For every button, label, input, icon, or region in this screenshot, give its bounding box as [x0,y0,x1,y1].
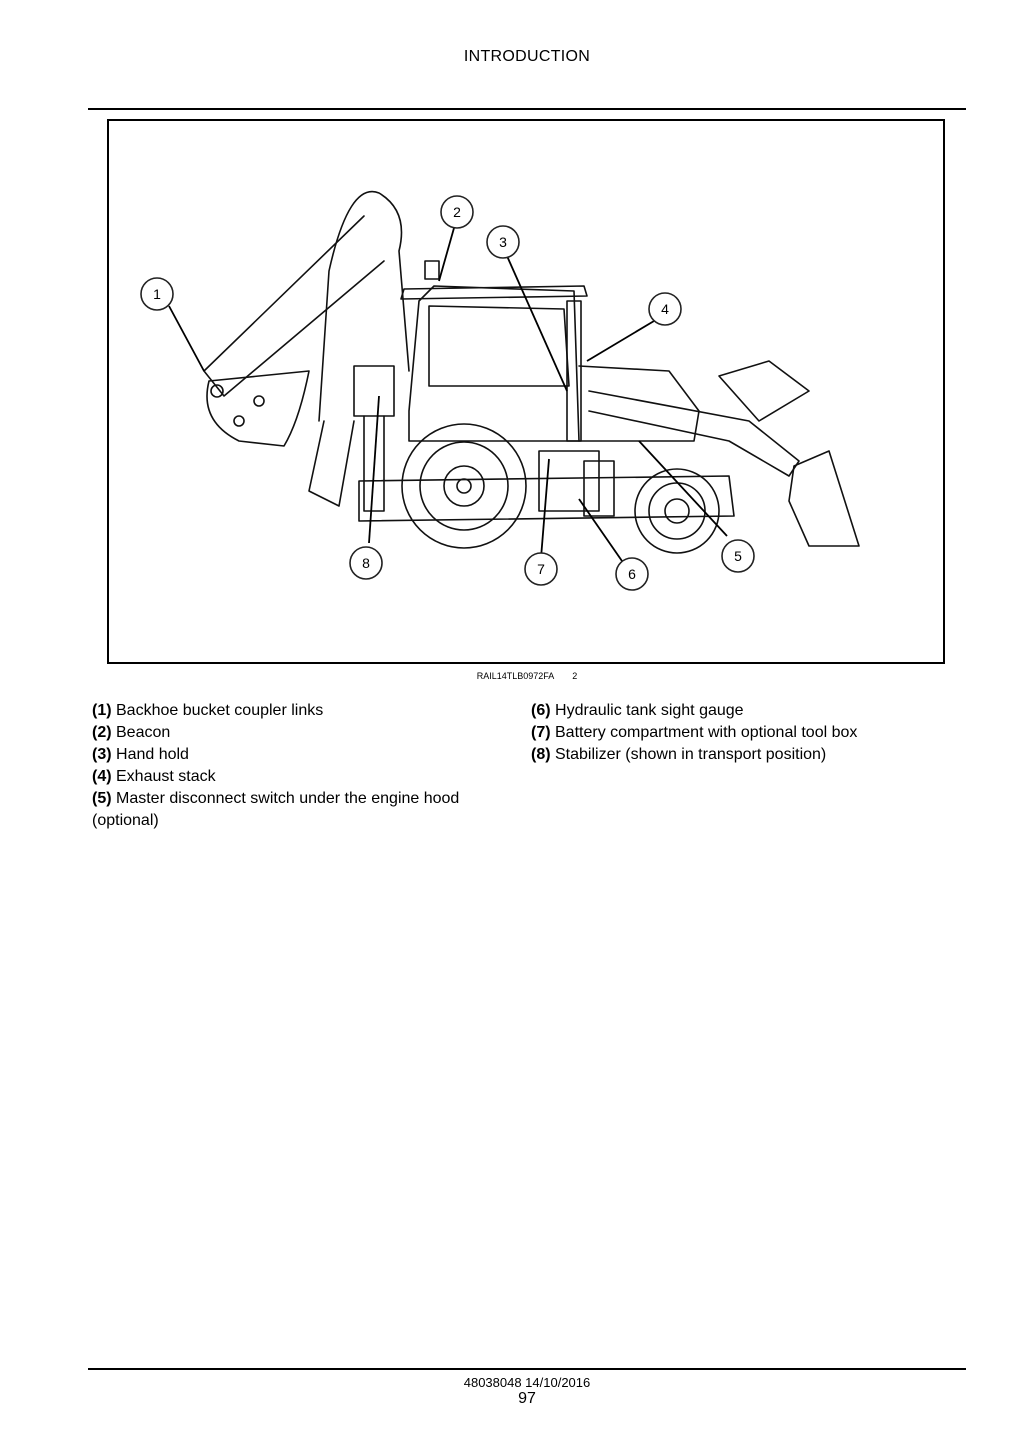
legend-item: (6) Hydraulic tank sight gauge [531,702,744,719]
callout-8: 8 [349,546,383,580]
page-number: 97 [518,1390,536,1407]
legend-item: (3) Hand hold [92,746,189,763]
legend-item: (2) Beacon [92,724,171,741]
beacon-shape [424,260,440,280]
svg-text:2: 2 [453,204,461,220]
front-wheel [634,468,720,554]
callout-2: 2 [440,195,474,229]
backhoe-bucket [206,370,310,447]
legend-item: (7) Battery compartment with optional to… [531,724,858,741]
svg-text:5: 5 [734,548,742,564]
rear-wheel [401,423,527,549]
callout-1: 1 [140,277,174,311]
battery-compartment-shape [538,450,600,512]
legend-item: (1) Backhoe bucket coupler links [92,702,324,719]
footer-divider [88,1368,966,1370]
figure-frame: 1 2 3 4 5 6 7 8 [107,119,945,664]
loader-bucket [788,450,860,547]
exhaust-stack-shape [566,300,582,442]
figure-caption: RAIL14TLB0972FA 2 [0,671,1024,681]
legend-right-column: (6) Hydraulic tank sight gauge (7) Batte… [531,700,971,766]
callout-5: 5 [721,539,755,573]
callout-6: 6 [615,557,649,591]
cab [408,285,580,442]
backhoe-loader-illustration: 1 2 3 4 5 6 7 8 [140,190,860,591]
svg-text:8: 8 [362,555,370,571]
page-header-title: INTRODUCTION [463,48,591,65]
svg-text:6: 6 [628,566,636,582]
backhoe-dipper [203,215,385,397]
callout-4: 4 [648,292,682,326]
legend-item: (4) Exhaust stack [92,768,216,785]
svg-text:3: 3 [499,234,507,250]
legend-item: (8) Stabilizer (shown in transport posit… [531,746,827,763]
stabilizer-box [353,365,395,417]
figure-reference: RAIL14TLB0972FA [476,671,554,681]
svg-text:7: 7 [537,561,545,577]
footer-document-reference: 48038048 14/10/2016 [463,1375,591,1390]
legend-item: (5) Master disconnect switch under the e… [92,790,460,829]
figure-number: 2 [572,671,578,681]
header-divider [88,108,966,110]
engine-hood [578,365,700,442]
callout-3: 3 [486,225,520,259]
legend-left-column: (1) Backhoe bucket coupler links (2) Bea… [92,700,502,832]
backhoe-boom [318,190,410,422]
svg-text:4: 4 [661,301,669,317]
svg-text:1: 1 [153,286,161,302]
callout-7: 7 [524,552,558,586]
